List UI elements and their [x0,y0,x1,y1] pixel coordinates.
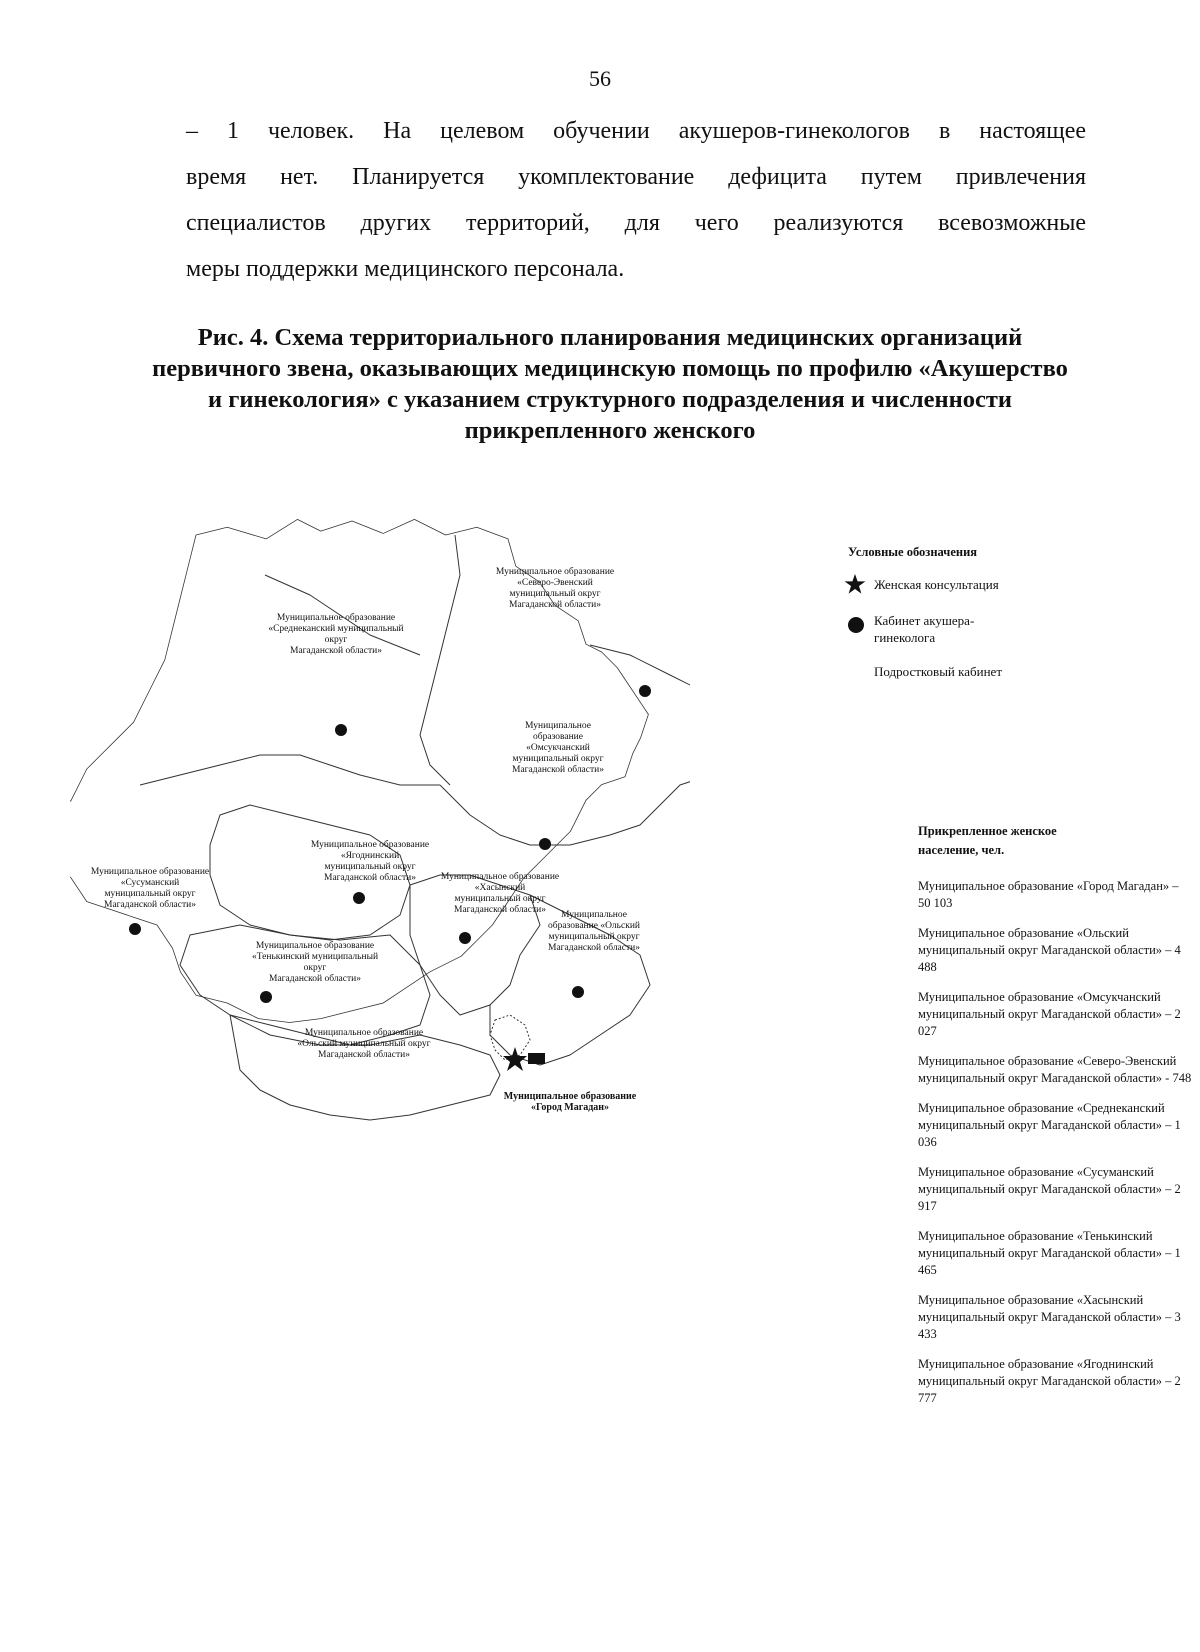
marker-circle-olsky [572,986,584,998]
circle-icon [848,617,864,633]
population-item: Муниципальное образование «Северо-Эвенск… [918,1054,1192,1085]
label-yagodninsky: Муниципальное образование «Ягоднинский м… [310,840,430,883]
legend-label-square: Подростковый кабинет [874,664,1003,679]
border-tenkinsky [179,924,431,1046]
marker-circle-khasynsky [459,932,471,944]
star-icon [844,574,866,594]
border-severo-evensky [419,534,461,786]
marker-square-magadan [528,1053,545,1064]
border-olsky [489,894,651,1066]
marker-circle-susumansky [129,923,141,935]
border-olsky-south [229,1014,501,1121]
region-outer-boundary [70,519,649,1023]
label-omsukchansky: Муниципальное образование «Омсукчанский … [512,721,604,775]
legend-label-circle: Кабинет акушера- гинеколога [874,613,975,645]
border-omsukchan-west [264,574,421,656]
population-item: Муниципальное образование «Омсукчанский … [918,990,1181,1038]
marker-circle-srednekansky [335,724,347,736]
population-item: Муниципальное образование «Хасынский мун… [918,1293,1181,1341]
border-srednekan-south [139,754,440,786]
population-title: Прикрепленное женское население, чел. [918,824,1057,857]
label-tenkinsky: Муниципальное образование «Тенькинский м… [251,941,379,984]
population-item: Муниципальное образование «Ольский муниц… [918,926,1181,974]
label-severo-evensky: Муниципальное образование «Северо-Эвенск… [495,567,615,610]
paragraph-line: меры поддержки медицинского персонала. [186,256,625,282]
label-srednekansky: Муниципальное образование «Среднеканский… [268,613,404,656]
paragraph-line: время нет. Планируется укомплектование д… [186,164,1086,190]
marker-star-magadan [503,1047,527,1071]
border-khasyn [409,874,541,1016]
population-item: Муниципальное образование «Город Магадан… [918,879,1179,910]
border-yagodnoe [209,804,411,941]
population-item: Муниципальное образование «Сусуманский м… [918,1165,1181,1213]
border-omsukchan-south [439,781,690,846]
marker-circle-tenkinsky [260,991,272,1003]
region-map: Муниципальное образование «Северо-Эвенск… [70,515,690,1205]
page-number: 56 [589,66,611,91]
population-item: Муниципальное образование «Ягоднинский м… [918,1357,1181,1405]
marker-circle-yagodninsky [353,892,365,904]
border-severo-south [589,644,690,686]
population-list: Муниципальное образование «Город Магадан… [918,878,1193,1420]
population-item: Муниципальное образование «Среднеканский… [918,1101,1181,1149]
legend-title: Условные обозначения [848,545,978,559]
paragraph-line: – 1 человек. На целевом обучении акушеро… [186,118,1086,144]
marker-circle-omsukchansky [539,838,551,850]
body-paragraph: – 1 человек. На целевом обучении акушеро… [186,108,1086,292]
map-outline-svg [70,519,690,1121]
figure-title: Рис. 4. Схема территориального планирова… [152,324,1068,444]
label-olsky-south: Муниципальное образование «Ольский муниц… [297,1028,431,1060]
label-olsky: Муниципальное образование «Ольский муниц… [547,910,641,953]
paragraph-line: специалистов других территорий, для чего… [186,210,1086,236]
legend-label-star: Женская консультация [874,577,999,592]
marker-circle-severo-evensky [639,685,651,697]
border-magadan [489,1014,531,1061]
label-khasynsky: Муниципальное образование «Хасынский мун… [440,872,560,915]
population-item: Муниципальное образование «Тенькинский м… [918,1229,1181,1277]
label-magadan: Муниципальное образование «Город Магадан… [503,1091,637,1113]
label-susumansky: Муниципальное образование «Сусуманский м… [90,867,210,910]
